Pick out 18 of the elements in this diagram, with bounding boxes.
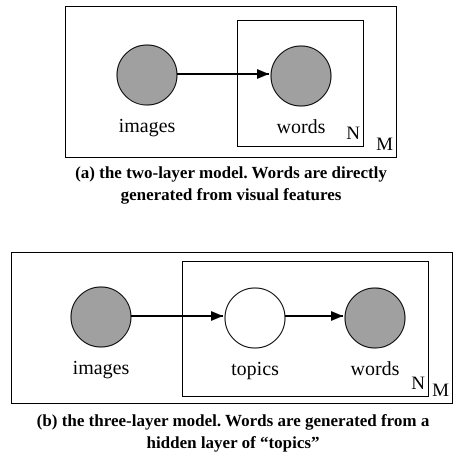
arrow xyxy=(283,311,343,321)
plate-box xyxy=(65,6,397,158)
plate-label: N xyxy=(411,374,425,393)
node-label: topics xyxy=(231,359,279,379)
node-label: words xyxy=(276,117,326,137)
plate-box xyxy=(237,20,364,147)
arrow xyxy=(130,311,223,321)
figure-caption: (b) the three-layer model. Words are generated from a hidden layer of “topics” xyxy=(36,410,430,454)
node-label: images xyxy=(72,358,130,378)
plate-label: M xyxy=(376,135,393,154)
plate-label: N xyxy=(346,124,360,143)
plate-label: M xyxy=(432,381,449,400)
figure-caption: (a) the two-layer model. Words are directly generated from visual features xyxy=(74,162,388,206)
node-label: images xyxy=(118,116,176,136)
plate-box xyxy=(11,252,453,404)
plate-box xyxy=(182,261,429,397)
arrow xyxy=(176,69,269,79)
node-label: words xyxy=(350,359,400,379)
